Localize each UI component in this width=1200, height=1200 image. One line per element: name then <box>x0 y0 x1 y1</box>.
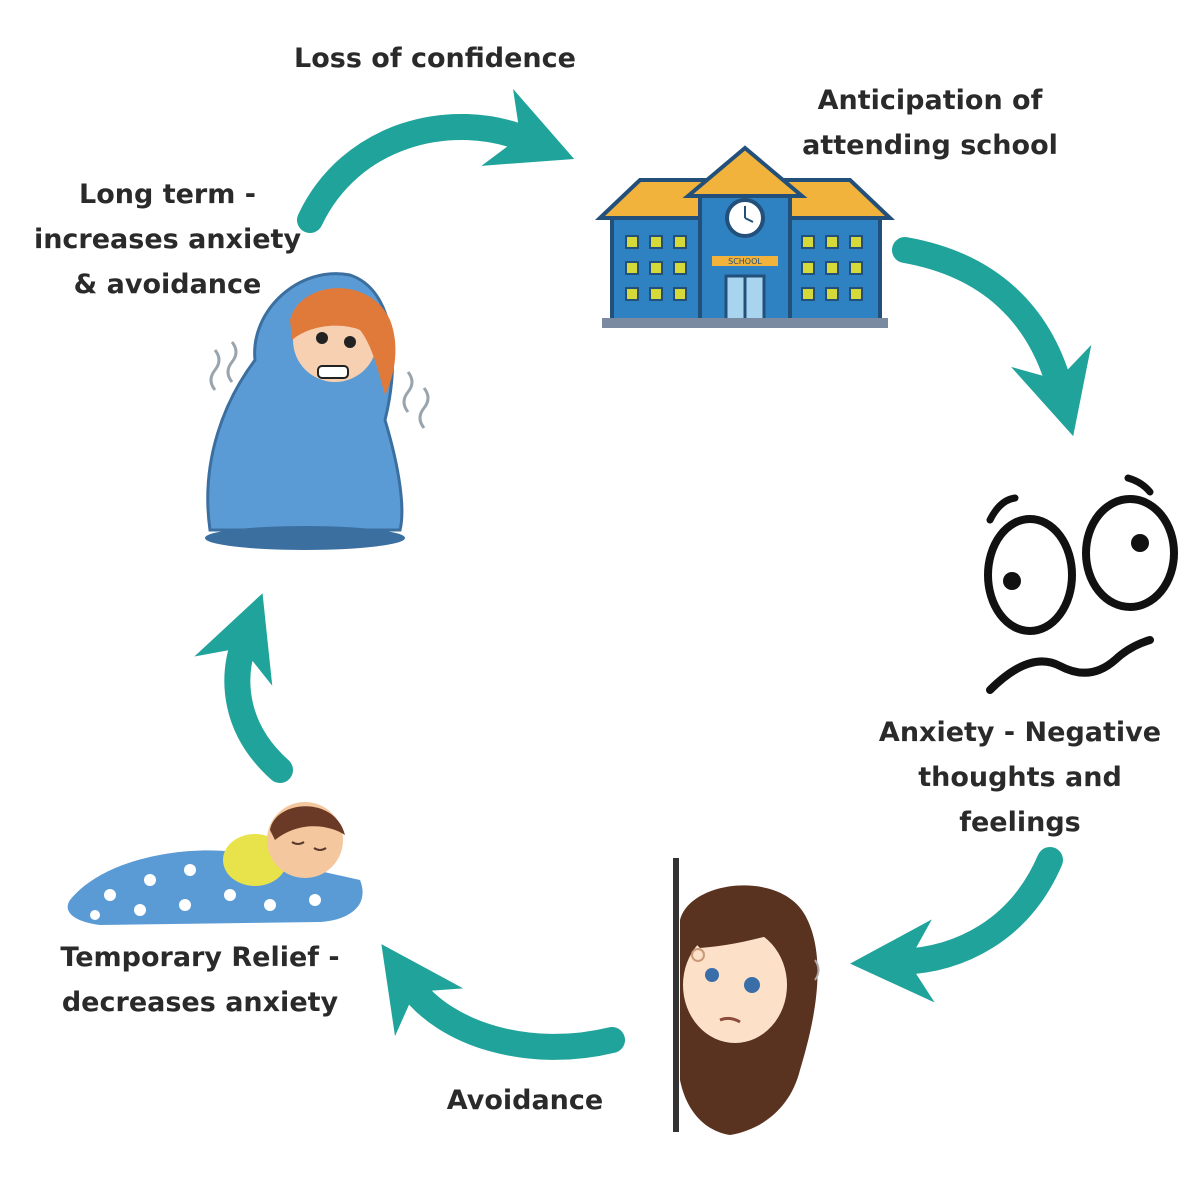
label-loss-of-confidence-text: Loss of confidence <box>294 43 576 74</box>
label-anxiety-line-3: feelings <box>959 807 1081 838</box>
label-anxiety: Anxiety - Negative thoughts and feelings <box>860 710 1180 845</box>
worried-face-icon <box>984 474 1178 694</box>
arrow-avoidance-to-relief <box>381 944 625 1060</box>
arrow-relief-to-longterm <box>194 593 293 783</box>
school-sign: SCHOOL <box>728 257 762 266</box>
label-avoidance-text: Avoidance <box>446 1085 604 1116</box>
label-loss-of-confidence: Loss of confidence <box>250 36 620 81</box>
label-long-term-line-2: increases anxiety <box>33 224 302 255</box>
label-anticipation-line-1: Anticipation of <box>817 85 1043 116</box>
label-anticipation-line-2: attending school <box>802 130 1058 161</box>
sleeping-child-icon <box>67 802 363 925</box>
arrow-anxiety-to-avoidance <box>850 847 1063 1003</box>
peeking-girl-icon <box>673 858 820 1135</box>
arrow-confidence-to-school <box>297 88 575 233</box>
label-long-term: Long term - increases anxiety & avoidanc… <box>15 172 320 307</box>
arrow-school-to-anxiety <box>892 237 1092 437</box>
label-temporary-relief-line-2: decreases anxiety <box>61 987 339 1018</box>
label-long-term-line-1: Long term - <box>79 179 256 210</box>
shivering-person-in-blanket-icon <box>205 272 430 550</box>
label-long-term-line-3: & avoidance <box>73 269 262 300</box>
label-temporary-relief: Temporary Relief - decreases anxiety <box>30 935 370 1025</box>
label-anxiety-line-2: thoughts and <box>918 762 1122 793</box>
label-avoidance: Avoidance <box>410 1078 640 1123</box>
label-anticipation: Anticipation of attending school <box>760 78 1100 168</box>
label-anxiety-line-1: Anxiety - Negative <box>878 717 1162 748</box>
label-temporary-relief-line-1: Temporary Relief - <box>60 942 340 973</box>
school-building-icon: SCHOOL <box>594 145 896 328</box>
